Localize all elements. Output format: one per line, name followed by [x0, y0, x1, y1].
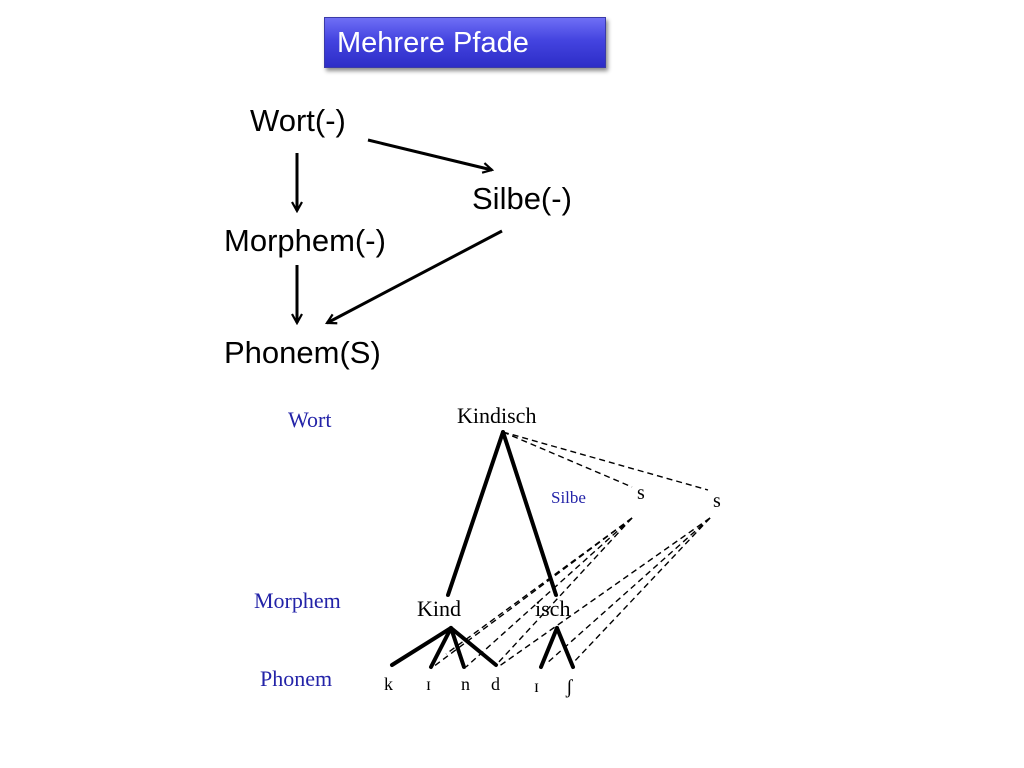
title-box: Mehrere Pfade: [324, 17, 606, 68]
tree-phoneme: n: [461, 674, 470, 694]
tree-phoneme: ɪ: [534, 676, 539, 696]
slide-title: Mehrere Pfade: [337, 27, 529, 59]
tree-phoneme: k: [384, 674, 393, 694]
tree-phoneme: ʃ: [565, 676, 573, 698]
level-label-morphem: Morphem: [254, 588, 341, 613]
tree-morpheme-1: Kind: [417, 596, 461, 621]
node-silbe: Silbe(-): [472, 181, 572, 216]
syllable-links: [432, 431, 711, 668]
tree-phoneme: d: [491, 674, 500, 694]
tree-syllable-1: s: [637, 482, 645, 504]
arrow-silbe-phonem: [327, 229, 503, 323]
node-morphem: Morphem(-): [224, 223, 386, 258]
tree-phoneme: ɪ: [426, 674, 431, 694]
node-wort: Wort(-): [250, 103, 346, 138]
level-label-phonem: Phonem: [260, 666, 332, 691]
tree-syllable-2: s: [713, 490, 721, 512]
level-label-silbe: Silbe: [551, 488, 586, 507]
node-phonem: Phonem(S): [224, 335, 381, 370]
arrow-wort-silbe: [367, 138, 492, 170]
tree-root: Kindisch: [457, 403, 536, 428]
morph-branches: [390, 430, 575, 669]
level-label-wort: Wort: [288, 407, 331, 432]
